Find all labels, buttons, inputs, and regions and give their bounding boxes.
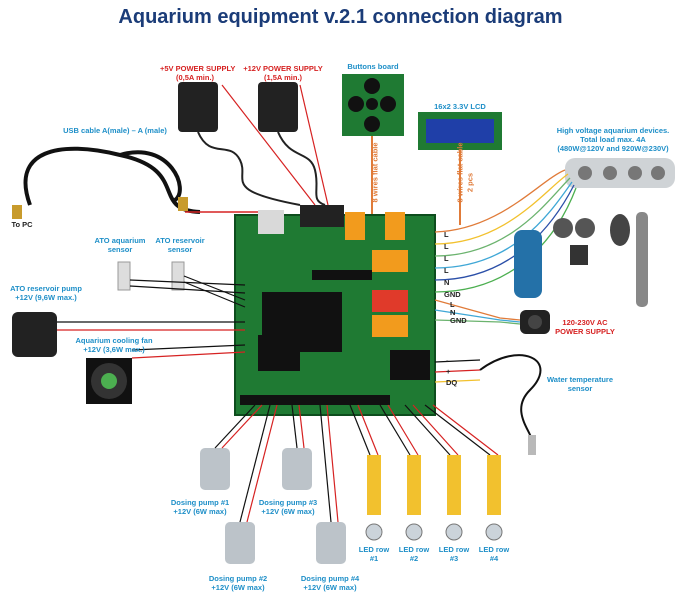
term-l-ac: L xyxy=(450,300,455,309)
term-l-1: L xyxy=(444,230,449,239)
term-gnd-ac: GND xyxy=(450,316,467,325)
term-minus: - xyxy=(446,356,449,365)
to-pc-label: To PC xyxy=(11,220,33,229)
term-l-3: L xyxy=(444,254,449,263)
two-pcs-label: 2 pcs xyxy=(465,172,475,193)
term-l-2: L xyxy=(444,242,449,251)
hv-devices xyxy=(514,212,648,307)
ac-plug xyxy=(434,299,550,334)
diagram-title: Aquarium equipment v.2.1 connection diag… xyxy=(118,6,563,28)
controller-board xyxy=(234,205,436,416)
dosing-pump-2-label: Dosing pump #2+12V (6W max) xyxy=(208,574,268,592)
adapter-12v xyxy=(258,82,329,206)
term-n: N xyxy=(444,278,450,287)
ato-pump xyxy=(12,312,245,357)
led-drivers xyxy=(349,404,503,541)
term-n-ac: N xyxy=(450,308,456,317)
led-row-2-label: LED row#2 xyxy=(398,545,430,563)
flat-cable-label-a: 8 wires flat cable xyxy=(370,142,380,203)
dosing-pump-1-label: Dosing pump #1+12V (6W max) xyxy=(170,498,230,516)
temp-sensor xyxy=(434,354,542,455)
term-gnd: GND xyxy=(444,290,461,299)
usb-cable xyxy=(12,146,262,219)
cooling-fan xyxy=(86,344,246,404)
ato-sensors xyxy=(117,261,246,308)
lcd-module xyxy=(418,112,502,150)
dosing-pumps xyxy=(200,404,346,564)
hv-devices-label: High voltage aquarium devices.Total load… xyxy=(556,126,670,153)
hv-wires xyxy=(434,169,577,293)
supply-5v-label: +5V POWER SUPPLY(0,5A min.) xyxy=(160,64,236,82)
supply-12v-label: +12V POWER SUPPLY(1,5A min.) xyxy=(243,64,323,82)
led-row-1-label: LED row#1 xyxy=(358,545,390,563)
ato-pump-label: ATO reservoir pump+12V (9,6W max.) xyxy=(10,284,82,302)
term-dq: DQ xyxy=(446,378,458,387)
term-l-4: L xyxy=(444,266,449,275)
led-row-4-label: LED row#4 xyxy=(478,545,510,563)
dosing-pump-4-label: Dosing pump #4+12V (6W max) xyxy=(300,574,360,592)
dosing-pump-3-label: Dosing pump #3+12V (6W max) xyxy=(258,498,318,516)
flat-cable-label-b: 8 wires flat cable xyxy=(455,142,465,203)
led-row-3-label: LED row#3 xyxy=(438,545,470,563)
term-plus: + xyxy=(446,367,451,376)
lcd-label: 16x2 3.3V LCD xyxy=(434,102,486,111)
buttons-board xyxy=(342,74,404,136)
buttons-board-label: Buttons board xyxy=(347,62,399,71)
hv-power-strip xyxy=(565,158,675,188)
fan-label: Aquarium cooling fan+12V (3,6W max.) xyxy=(75,336,153,354)
adapter-5v xyxy=(178,82,316,206)
usb-cable-label: USB cable A(male) – A (male) xyxy=(63,126,167,135)
